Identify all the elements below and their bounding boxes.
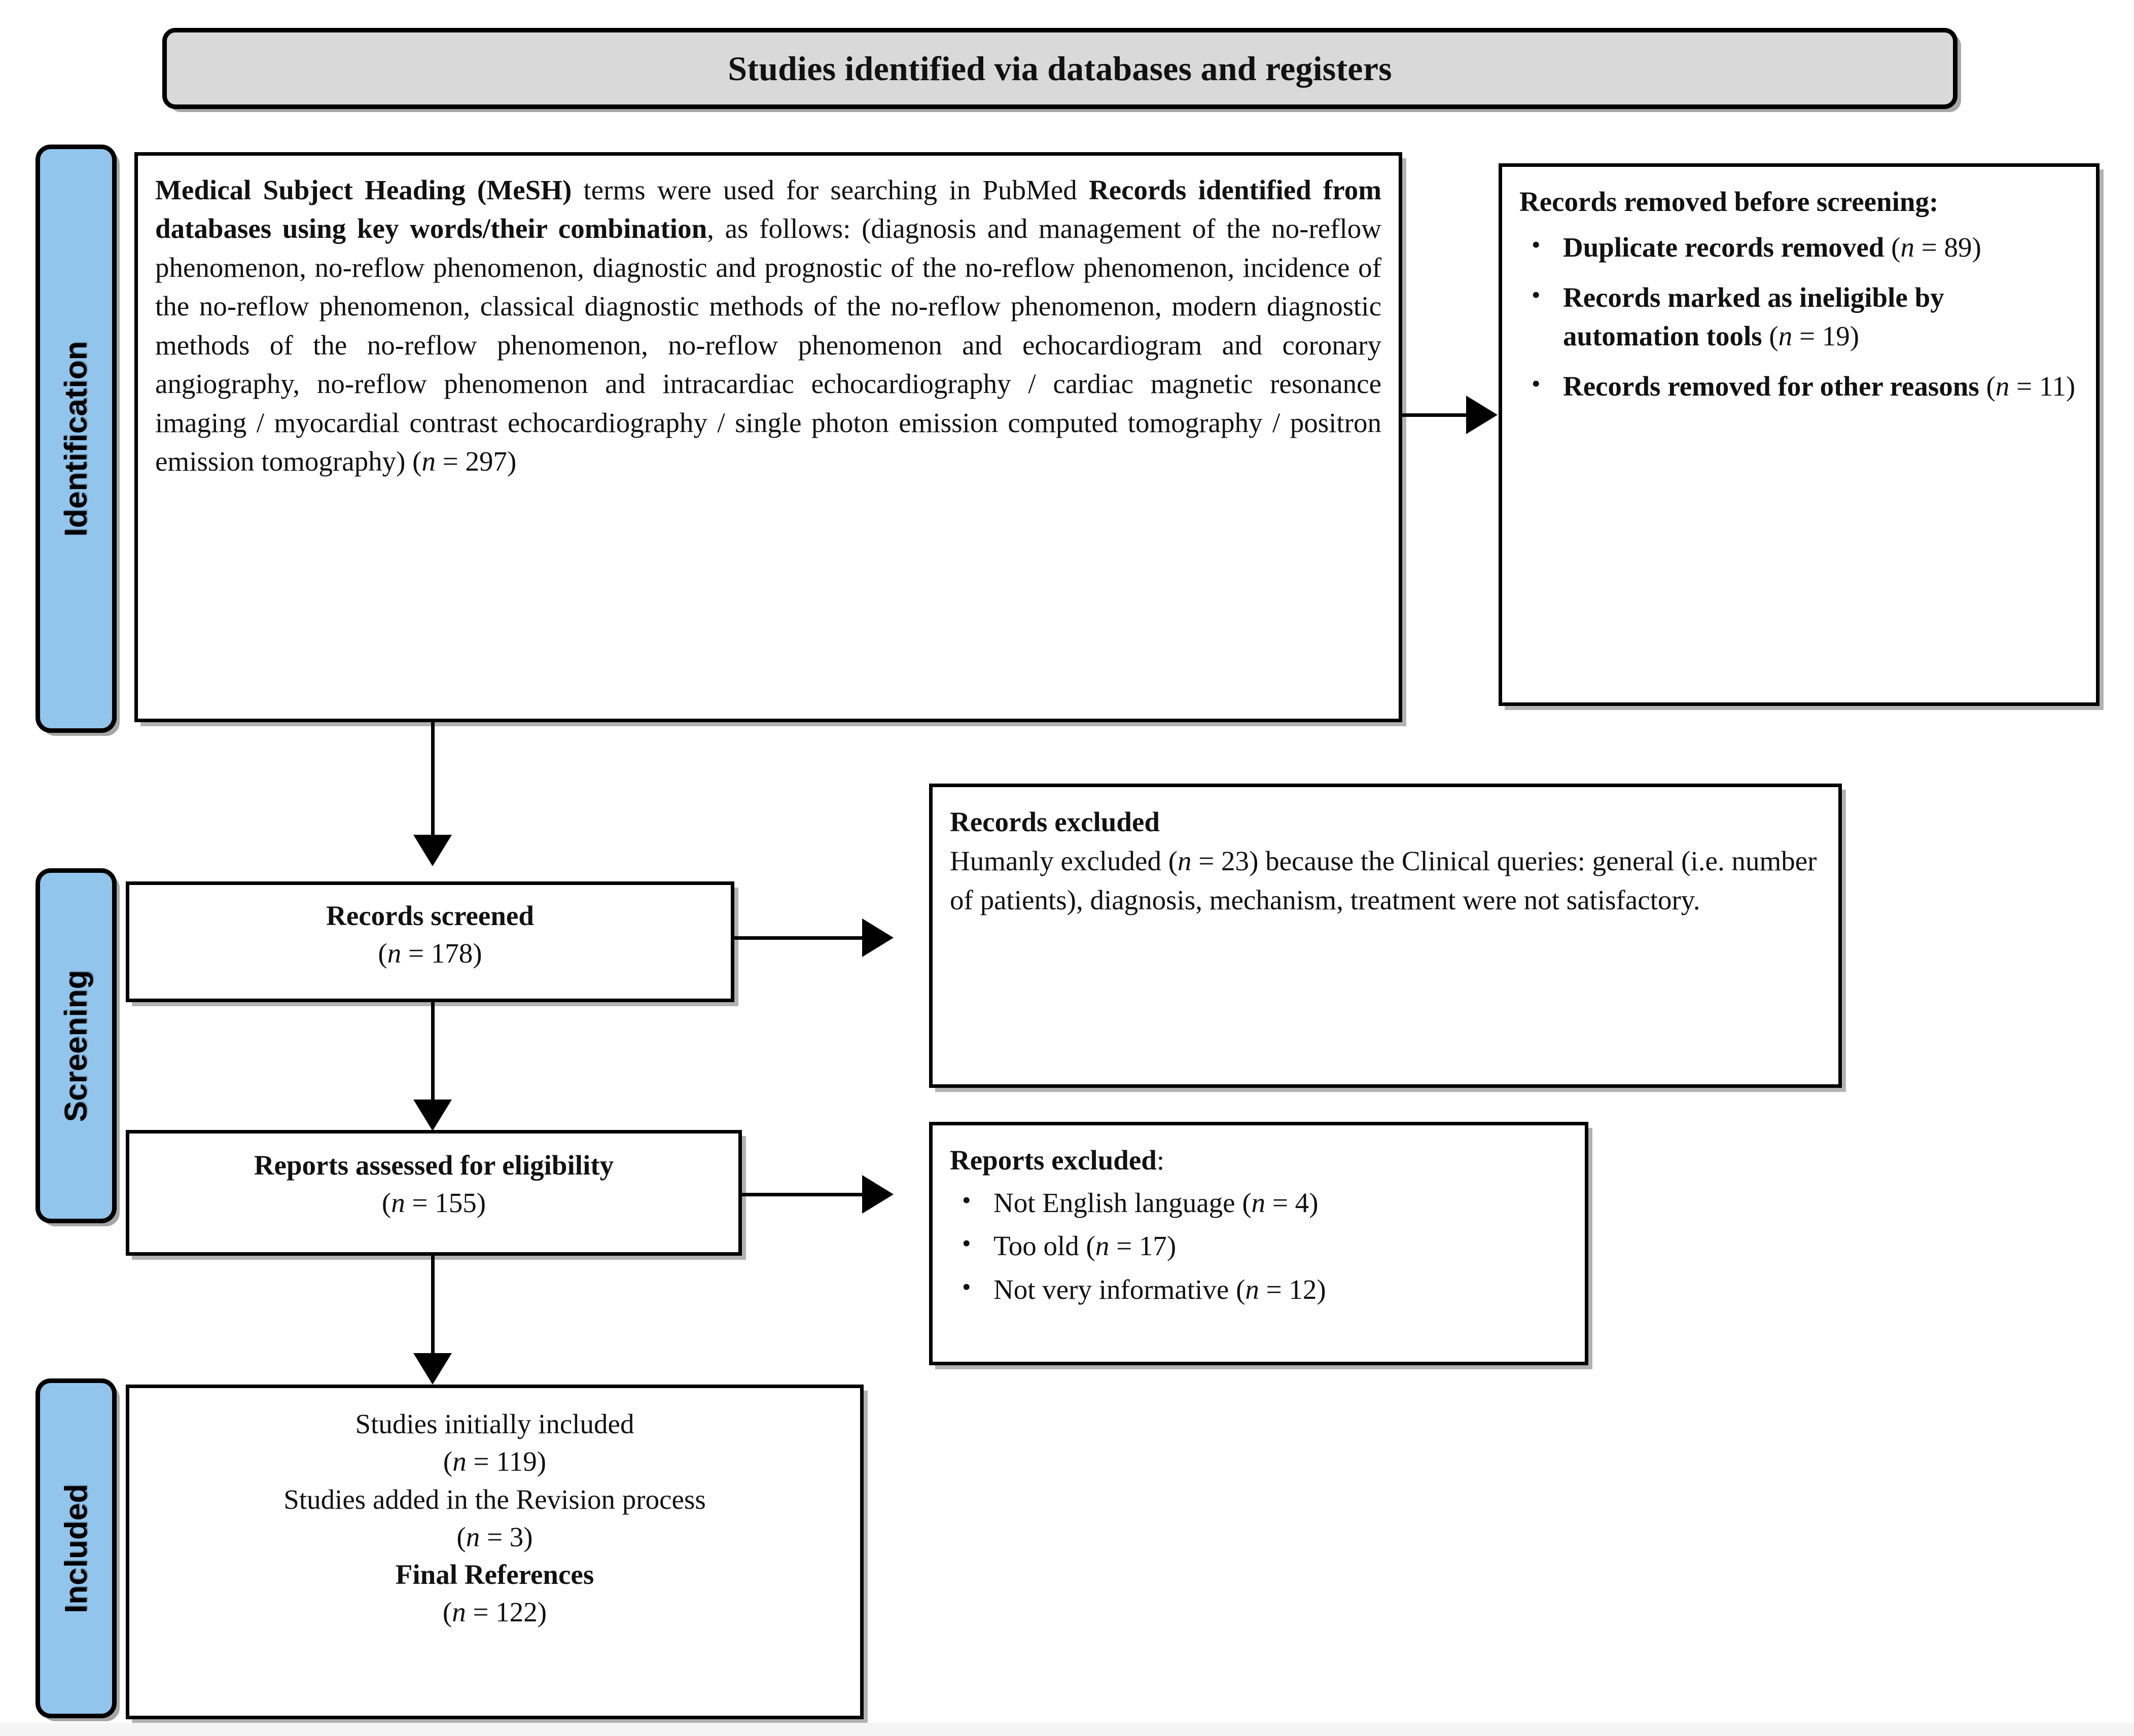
identification-n-value: = 297)	[435, 446, 517, 477]
records-excluded-body-part1: Humanly excluded (	[950, 845, 1178, 876]
records-excluded-body-part2: ) because the Clinical queries: general …	[950, 845, 1817, 915]
list-item: Too old (n = 17)	[962, 1226, 1568, 1265]
reports-excluded-text-wrap: Reports excluded: Not English language (…	[933, 1125, 1585, 1362]
reports-assessed-text-wrap: Reports assessed for eligibility (n = 15…	[129, 1133, 738, 1252]
studies-included-line1: Studies initially included	[355, 1408, 634, 1439]
records-excluded-heading: Records excluded	[950, 806, 1160, 837]
reports-excluded-list: Not English language (n = 4) Too old (n …	[950, 1183, 1568, 1308]
identification-search-text-wrap: Medical Subject Heading (MeSH) terms wer…	[138, 156, 1399, 719]
connector-assessed-to-reports-excluded	[742, 1193, 864, 1196]
connector-screened-to-assessed	[431, 1002, 435, 1104]
records-removed-item-1-text: Records marked as ineligible by automati…	[1563, 282, 1944, 351]
records-excluded-n-label: n	[1178, 845, 1192, 876]
records-removed-box: Records removed before screening: Duplic…	[1499, 163, 2100, 706]
records-removed-item-2-text: Records removed for other reasons	[1563, 371, 1979, 402]
mesh-normal-1: terms were used for searching in PubMed	[572, 174, 1089, 205]
stage-label-identification: Identification	[58, 341, 94, 537]
reports-assessed-title: Reports assessed for eligibility	[254, 1150, 614, 1181]
records-removed-heading: Records removed before screening:	[1519, 186, 1939, 217]
connector-assessed-to-included	[431, 1256, 435, 1357]
list-item: Records marked as ineligible by automati…	[1532, 277, 2079, 355]
studies-included-text-wrap: Studies initially included (n = 119) Stu…	[129, 1388, 860, 1716]
stage-bar-screening: Screening	[35, 868, 117, 1223]
reports-excluded-heading: Reports excluded:	[950, 1141, 1568, 1180]
reports-excluded-heading-colon: :	[1156, 1145, 1165, 1176]
reports-excluded-item-0-text: Not English language	[993, 1187, 1235, 1218]
stage-label-included: Included	[58, 1483, 94, 1613]
studies-included-line3: Final References	[395, 1559, 594, 1590]
records-screened-box: Records screened (n = 178)	[126, 881, 734, 1002]
arrowhead-screened-to-assessed	[413, 1100, 452, 1131]
records-excluded-body: Humanly excluded (n = 23) because the Cl…	[950, 841, 1821, 919]
records-screened-count: (n = 178)	[378, 938, 482, 969]
arrowhead-identification-to-screened	[413, 835, 452, 866]
studies-included-line2: Studies added in the Revision process	[283, 1483, 706, 1515]
reports-excluded-item-0-count: (n = 4)	[1242, 1187, 1319, 1218]
diagram-banner: Studies identified via databases and reg…	[162, 28, 1958, 109]
stage-bar-included: Included	[35, 1378, 117, 1718]
reports-excluded-heading-text: Reports excluded	[950, 1145, 1157, 1176]
connector-screened-to-excluded	[734, 936, 864, 940]
reports-assessed-box: Reports assessed for eligibility (n = 15…	[126, 1130, 742, 1256]
connector-identification-to-removed	[1402, 413, 1467, 417]
records-removed-item-0-count: (n = 89)	[1891, 232, 1981, 263]
studies-included-line1-count: (n = 119)	[443, 1446, 547, 1477]
arrowhead-assessed-to-included	[413, 1353, 452, 1385]
list-item: Not very informative (n = 12)	[962, 1269, 1568, 1308]
records-removed-item-1-count: (n = 19)	[1769, 320, 1860, 351]
identification-search-box: Medical Subject Heading (MeSH) terms wer…	[134, 152, 1402, 722]
reports-excluded-item-2-text: Not very informative	[993, 1273, 1229, 1305]
records-removed-text-wrap: Records removed before screening: Duplic…	[1502, 167, 2096, 702]
list-item: Records removed for other reasons (n = 1…	[1532, 366, 2079, 405]
records-screened-title: Records screened	[326, 900, 534, 931]
records-removed-item-0-text: Duplicate records removed	[1563, 232, 1884, 263]
records-bold-lead: Records identified from databases using …	[155, 174, 1382, 244]
studies-included-line2-count: (n = 3)	[456, 1521, 533, 1552]
arrowhead-identification-to-removed	[1466, 396, 1498, 434]
studies-included-box: Studies initially included (n = 119) Stu…	[126, 1385, 864, 1719]
connector-identification-to-screened	[431, 722, 435, 839]
reports-excluded-item-1-text: Too old	[993, 1230, 1079, 1262]
reports-excluded-box: Reports excluded: Not English language (…	[929, 1122, 1588, 1365]
banner-title: Studies identified via databases and reg…	[728, 49, 1392, 88]
stage-label-screening: Screening	[58, 970, 94, 1122]
records-excluded-box: Records excluded Humanly excluded (n = 2…	[929, 784, 1842, 1088]
records-excluded-n-value: = 23	[1191, 845, 1250, 876]
mesh-normal-2: , as follows: (diagnosis and management …	[155, 213, 1381, 477]
identification-n-label: n	[421, 446, 436, 477]
list-item: Duplicate records removed (n = 89)	[1532, 227, 2079, 266]
stage-bar-identification: Identification	[35, 145, 117, 733]
records-removed-item-2-count: (n = 11)	[1986, 371, 2076, 402]
reports-assessed-count: (n = 155)	[381, 1187, 486, 1219]
records-removed-list: Duplicate records removed (n = 89) Recor…	[1519, 227, 2079, 405]
list-item: Not English language (n = 4)	[962, 1183, 1568, 1222]
arrowhead-assessed-to-reports-excluded	[862, 1175, 894, 1214]
records-excluded-text-wrap: Records excluded Humanly excluded (n = 2…	[933, 787, 1838, 1084]
records-screened-text-wrap: Records screened (n = 178)	[129, 885, 731, 999]
reports-excluded-item-1-count: (n = 17)	[1086, 1230, 1177, 1262]
mesh-bold-lead: Medical Subject Heading (MeSH)	[155, 174, 572, 205]
page-bottom-strip	[0, 1723, 2134, 1736]
arrowhead-screened-to-excluded	[862, 918, 894, 957]
reports-excluded-item-2-count: (n = 12)	[1236, 1273, 1326, 1305]
studies-included-line3-count: (n = 122)	[442, 1597, 547, 1628]
identification-search-text: Medical Subject Heading (MeSH) terms wer…	[155, 171, 1381, 481]
